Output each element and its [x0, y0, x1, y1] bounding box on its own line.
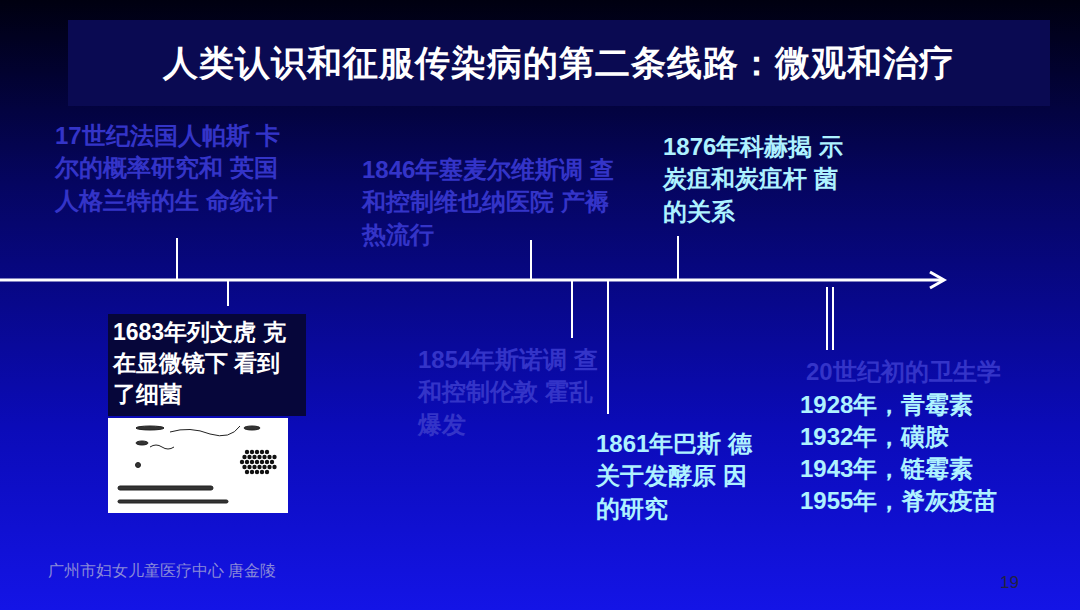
slide-title: 人类认识和征服传染病的第二条线路：微观和治疗 — [68, 20, 1050, 106]
footer-credit: 广州市妇女儿童医疗中心 唐金陵 — [48, 560, 368, 582]
timeline-axis — [0, 279, 942, 282]
page-number: 19 — [1000, 572, 1040, 595]
timeline-event: 1861年巴斯 德关于发酵原 因的研究 — [596, 428, 768, 525]
milestone: 1943年，链霉素 — [800, 453, 1060, 485]
milestone: 1928年，青霉素 — [800, 389, 1060, 421]
timeline-event: 1854年斯诺调 查和控制伦敦 霍乱爆发 — [418, 344, 608, 441]
bacteria-illustration — [108, 418, 288, 513]
text-panel — [108, 314, 306, 416]
timeline-event: 1846年塞麦尔维斯调 查和控制维也纳医院 产褥热流行 — [362, 154, 630, 251]
era-heading: 20世纪初的卫生学 — [806, 356, 1046, 388]
timeline-arrowhead — [930, 272, 944, 288]
milestone: 1955年，脊灰疫苗 — [800, 485, 1070, 517]
timeline-event: 1876年科赫揭 示炭疽和炭疽杆 菌的关系 — [663, 131, 859, 228]
milestone: 1932年，磺胺 — [800, 421, 1060, 453]
timeline-event: 17世纪法国人帕斯 卡尔的概率研究和 英国人格兰特的生 命统计 — [55, 120, 281, 217]
timeline-event: 1683年列文虎 克在显微镜下 看到了细菌 — [113, 317, 303, 410]
